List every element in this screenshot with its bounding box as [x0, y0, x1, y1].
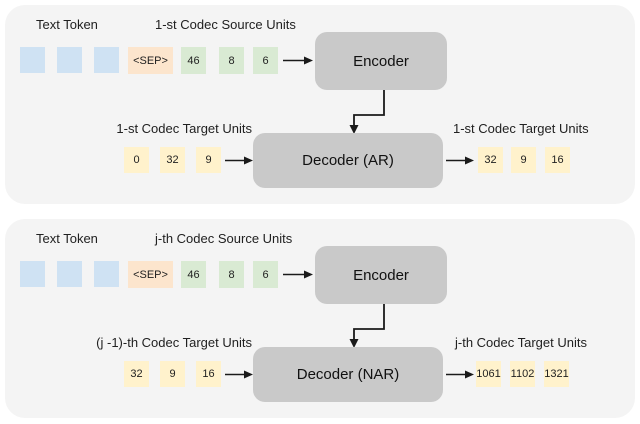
arrow-right-icon: [225, 156, 253, 165]
arrow-right-icon: [446, 156, 474, 165]
source-token: 46: [181, 261, 206, 288]
target-output-token: 1321: [544, 361, 569, 387]
text-token-square: [20, 261, 45, 287]
text-token-label: Text Token: [36, 17, 98, 32]
decoder-block: Decoder (NAR): [253, 347, 443, 402]
source-token: 8: [219, 261, 244, 288]
source-units-label: 1-st Codec Source Units: [155, 17, 296, 32]
text-token-square: [94, 261, 119, 287]
target-output-token: 1061: [476, 361, 501, 387]
target-output-token: 32: [478, 147, 503, 173]
arrow-elbow-down-icon: [349, 90, 385, 134]
target-output-token: 1102: [510, 361, 535, 387]
text-token-label: Text Token: [36, 231, 98, 246]
arrow-right-icon: [283, 270, 313, 279]
target-input-token: 16: [196, 361, 221, 387]
target-output-label: 1-st Codec Target Units: [453, 121, 589, 136]
target-output-label: j-th Codec Target Units: [455, 335, 587, 350]
target-input-token: 32: [124, 361, 149, 387]
arrow-right-icon: [225, 370, 253, 379]
encoder-block: Encoder: [315, 246, 447, 304]
target-output-token: 9: [511, 147, 536, 173]
source-token: 6: [253, 261, 278, 288]
panel-nar-stage: Text Token j-th Codec Source Units <SEP>…: [5, 219, 635, 418]
decoder-block: Decoder (AR): [253, 133, 443, 188]
text-token-square: [94, 47, 119, 73]
source-units-label: j-th Codec Source Units: [155, 231, 293, 246]
target-input-token: 0: [124, 147, 149, 173]
encoder-block: Encoder: [315, 32, 447, 90]
target-input-token: 9: [196, 147, 221, 173]
arrow-right-icon: [446, 370, 474, 379]
target-output-token: 16: [545, 147, 570, 173]
sep-token: <SEP>: [128, 47, 173, 74]
source-token: 46: [181, 47, 206, 74]
text-token-square: [57, 261, 82, 287]
target-input-token: 32: [160, 147, 185, 173]
sep-token: <SEP>: [128, 261, 173, 288]
text-token-square: [20, 47, 45, 73]
arrow-right-icon: [283, 56, 313, 65]
arrow-elbow-down-icon: [349, 304, 385, 348]
target-input-label: 1-st Codec Target Units: [116, 121, 252, 136]
source-token: 8: [219, 47, 244, 74]
text-token-square: [57, 47, 82, 73]
source-token: 6: [253, 47, 278, 74]
target-input-token: 9: [160, 361, 185, 387]
panel-ar-stage: Text Token 1-st Codec Source Units <SEP>…: [5, 5, 635, 204]
target-input-label: (j -1)-th Codec Target Units: [96, 335, 252, 350]
